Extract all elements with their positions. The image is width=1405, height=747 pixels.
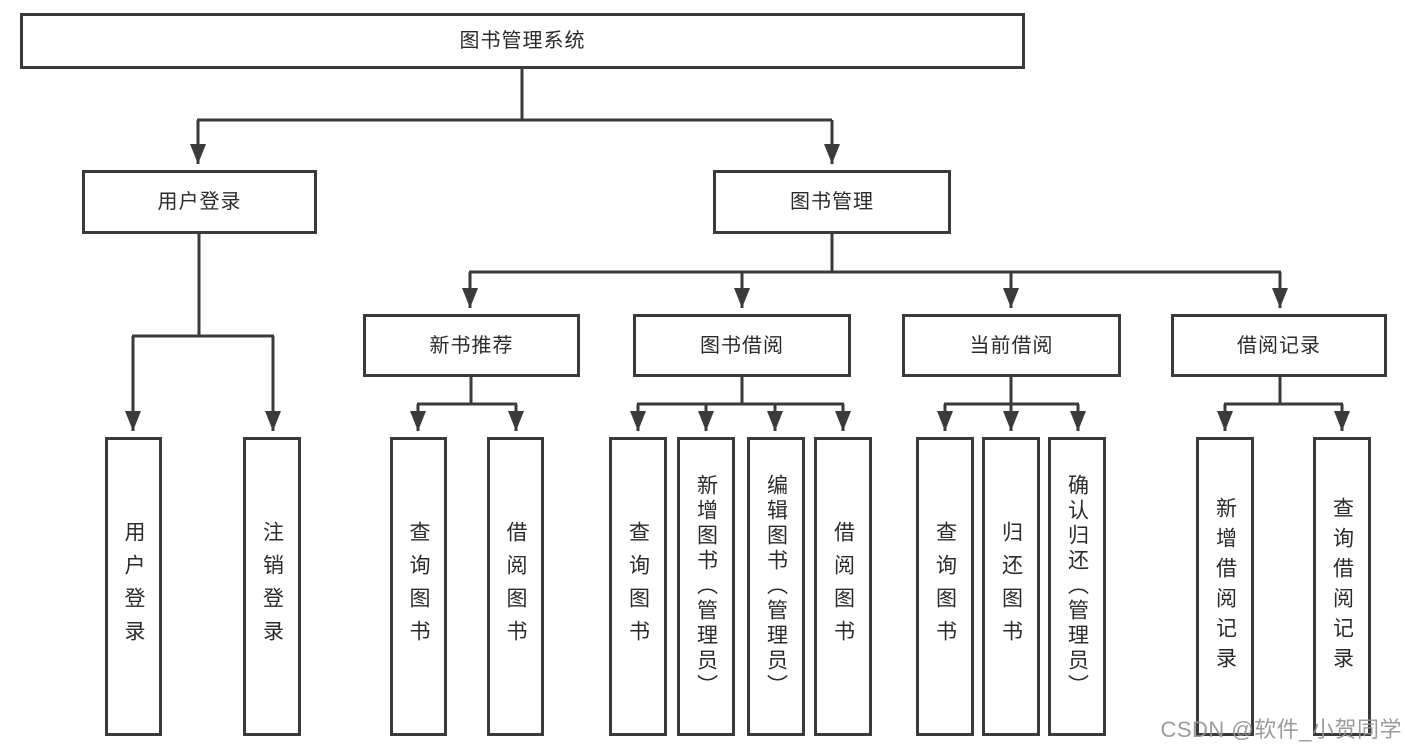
- node-current-borrowing: 当前借阅: [902, 314, 1121, 377]
- node-book-borrowing: 图书借阅: [633, 314, 851, 377]
- leaf-borrow-books: 借阅图书: [814, 437, 872, 736]
- node-label: 查询图书: [626, 520, 650, 653]
- leaf-query-books-borrowing: 查询图书: [609, 437, 667, 736]
- node-label: 借阅图书: [504, 520, 527, 653]
- node-label: 注销登录: [260, 520, 284, 653]
- node-label: 借阅图书: [831, 520, 855, 653]
- leaf-logout: 注销登录: [243, 437, 301, 736]
- node-new-book-recommendation: 新书推荐: [363, 314, 580, 377]
- leaf-edit-books-admin: 编辑图书（管理员）: [747, 437, 805, 736]
- leaf-borrow-books-recommend: 借阅图书: [487, 437, 544, 736]
- node-label: 当前借阅: [969, 334, 1054, 357]
- csdn-watermark: CSDN @软件_小贺同学: [1160, 717, 1402, 742]
- node-label: 确认归还（管理员）: [1065, 474, 1089, 699]
- node-label: 新增图书（管理员）: [694, 474, 718, 699]
- node-label: 新增借阅记录: [1213, 496, 1237, 677]
- leaf-add-books-admin: 新增图书（管理员）: [677, 437, 735, 736]
- node-label: 用户登录: [157, 191, 242, 213]
- node-user-login: 用户登录: [82, 170, 317, 234]
- node-label: 查询图书: [407, 520, 430, 653]
- leaf-user-login: 用户登录: [105, 437, 162, 736]
- node-borrowing-records: 借阅记录: [1171, 314, 1387, 377]
- node-label: 编辑图书（管理员）: [764, 474, 788, 699]
- leaf-query-books-current: 查询图书: [916, 437, 974, 736]
- node-label: 图书借阅: [700, 334, 784, 357]
- leaf-query-borrow-record: 查询借阅记录: [1313, 437, 1371, 736]
- node-label: 查询图书: [933, 520, 957, 653]
- node-label: 图书管理: [790, 191, 874, 213]
- node-root-system: 图书管理系统: [20, 13, 1025, 69]
- node-label: 新书推荐: [429, 334, 514, 357]
- leaf-confirm-return-admin: 确认归还（管理员）: [1048, 437, 1106, 736]
- leaf-query-books-recommend: 查询图书: [390, 437, 447, 736]
- node-label: 图书管理系统: [459, 30, 586, 52]
- node-label: 用户登录: [122, 520, 145, 653]
- leaf-add-borrow-record: 新增借阅记录: [1196, 437, 1254, 736]
- leaf-return-books: 归还图书: [982, 437, 1040, 736]
- node-book-management: 图书管理: [713, 170, 951, 234]
- node-label: 查询借阅记录: [1330, 496, 1354, 677]
- node-label: 借阅记录: [1237, 334, 1321, 357]
- node-label: 归还图书: [999, 520, 1023, 653]
